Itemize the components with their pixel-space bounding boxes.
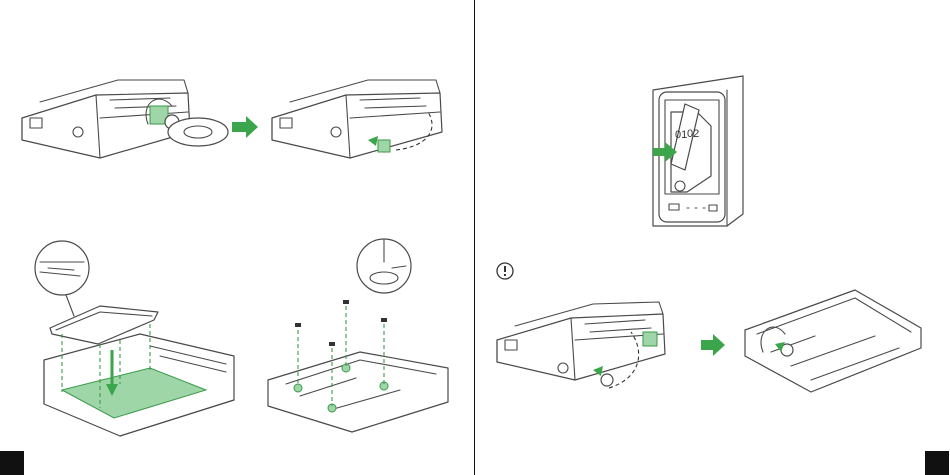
screw-icon xyxy=(295,323,301,327)
screw-icon xyxy=(381,318,387,322)
slot-label-02: 02 xyxy=(687,128,699,140)
enclosure-tray-insert-illustration: 01 02 xyxy=(653,76,743,226)
tray-thumbscrew-removal-illustration xyxy=(22,80,228,158)
connector-detail-callout xyxy=(35,241,89,295)
manual-page-left xyxy=(0,0,475,475)
tray-screw-insert-illustration xyxy=(497,302,665,388)
arrow-right-icon xyxy=(232,116,258,138)
screw-icon xyxy=(329,342,335,346)
warning-icon xyxy=(497,263,513,279)
screw-hole xyxy=(294,384,302,392)
hard-drive xyxy=(50,306,158,344)
screw-bag xyxy=(168,118,228,146)
thumb-screw xyxy=(601,374,613,386)
drive-placement-area xyxy=(62,368,206,418)
tray-thumbscrew-storage-illustration xyxy=(272,80,442,158)
slot-label-01: 01 xyxy=(675,129,687,141)
right-page-illustrations: 01 02 xyxy=(475,0,949,475)
screw-icon xyxy=(343,300,349,304)
left-page-illustrations xyxy=(0,0,474,475)
drive-screw-illustration xyxy=(268,239,448,432)
drive-install-illustration xyxy=(35,241,234,436)
tray-rear-view-illustration xyxy=(745,290,921,392)
screw-hole-highlight xyxy=(643,332,657,346)
page-corner-marker xyxy=(0,451,24,475)
page-corner-marker xyxy=(925,451,949,475)
arrow-right-icon xyxy=(701,334,725,356)
screw-hole-highlight xyxy=(378,140,390,152)
manual-page-right: 01 02 xyxy=(475,0,949,475)
